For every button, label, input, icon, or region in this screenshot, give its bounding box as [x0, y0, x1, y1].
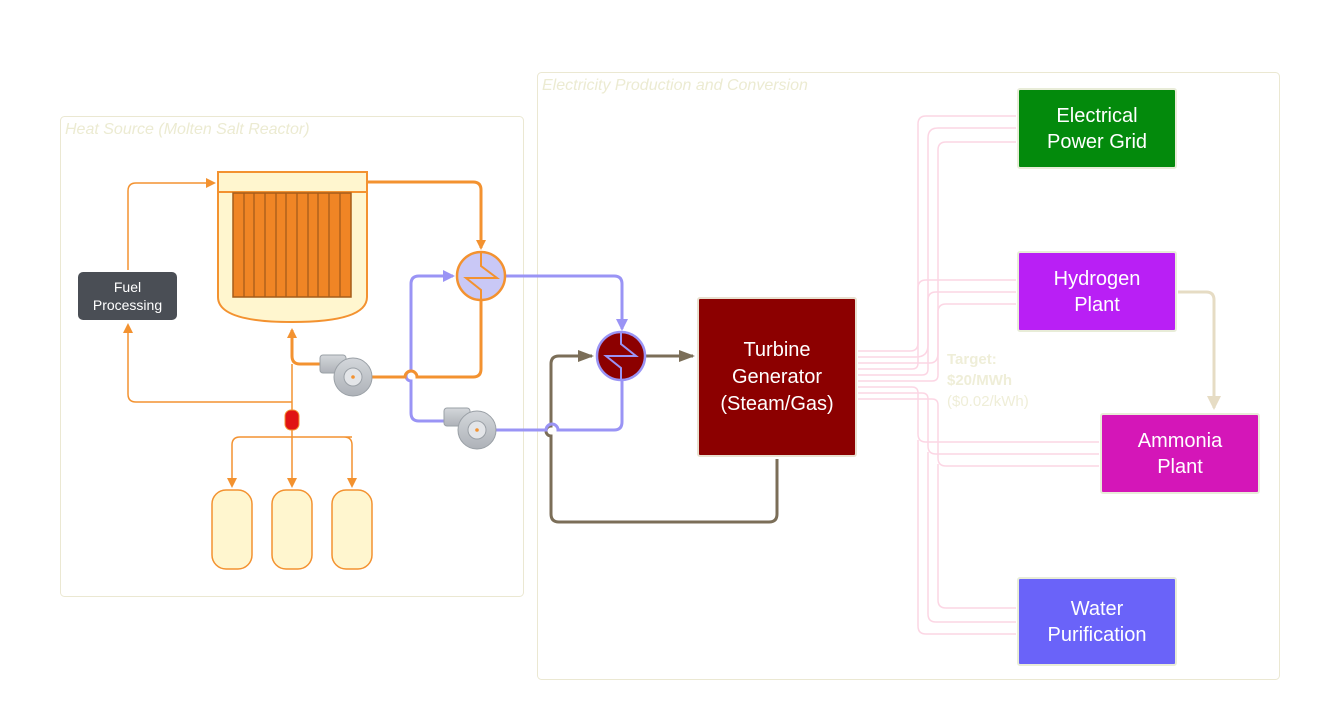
- storage-tank-1: [211, 489, 253, 570]
- target-price-mwh: $20/MWh: [947, 372, 1013, 389]
- hydrogen-plant-node: Hydrogen Plant: [1017, 251, 1177, 332]
- water-label-line2: Purification: [1047, 623, 1147, 646]
- ammonia-plant-node: Ammonia Plant: [1100, 413, 1260, 494]
- turbine-label-line1: Turbine: [743, 338, 811, 361]
- heat-source-group-label: Heat Source (Molten Salt Reactor): [65, 121, 310, 138]
- hx-to-pump-line: [353, 301, 483, 379]
- steam-return-line: [544, 350, 779, 524]
- target-price-kwh: ($0.02/kWh): [947, 393, 1029, 410]
- grid-label-line1: Electrical: [1056, 104, 1138, 127]
- hydrogen-to-ammonia-arrow: [1178, 290, 1221, 410]
- coolant-loop-to-steam-gen: [506, 274, 628, 331]
- turbine-label-line2: Generator: [731, 365, 823, 388]
- storage-tank-2: [271, 489, 313, 570]
- reactor-to-hx-line: [368, 180, 486, 250]
- heat-source-group-frame: [60, 116, 524, 597]
- pump-to-reactor-line: [287, 328, 320, 366]
- fuel-processing-return-line: [123, 323, 292, 403]
- electrical-power-grid-node: Electrical Power Grid: [1017, 88, 1177, 169]
- freeze-valve: [284, 409, 300, 431]
- power-distribution-lines: [858, 115, 1099, 635]
- coolant-pump: [443, 407, 497, 450]
- target-label: Target:: [947, 351, 997, 368]
- fuel-processing-label-line2: Processing: [92, 297, 163, 313]
- hydrogen-label-line2: Plant: [1074, 293, 1120, 316]
- primary-pump: [319, 354, 373, 397]
- coolant-loop-return: [478, 381, 624, 432]
- turbine-generator-node: Turbine Generator (Steam/Gas): [697, 297, 857, 457]
- hydrogen-label-line1: Hydrogen: [1053, 267, 1141, 290]
- target-annotation: Target: $20/MWh ($0.02/kWh): [947, 349, 1029, 412]
- turbine-label-line3: (Steam/Gas): [720, 392, 834, 415]
- fuel-processing-node: Fuel Processing: [78, 272, 177, 320]
- water-purification-node: Water Purification: [1017, 577, 1177, 666]
- ammonia-label-line2: Plant: [1157, 455, 1203, 478]
- coolant-pump-to-hx: [404, 270, 455, 423]
- steam-generator: [595, 330, 647, 382]
- fuel-processing-label-line1: Fuel: [113, 278, 142, 295]
- reactor-vessel: [217, 171, 368, 324]
- primary-heat-exchanger: [455, 250, 507, 302]
- electricity-group-label: Electricity Production and Conversion: [542, 77, 808, 94]
- drain-branch-lines: [231, 430, 353, 485]
- grid-label-line2: Power Grid: [1046, 130, 1148, 153]
- fuel-processing-feed-line: [127, 178, 216, 270]
- reactor-core: [232, 192, 352, 298]
- electricity-group-frame: [537, 72, 1280, 680]
- water-label-line1: Water: [1070, 597, 1124, 620]
- storage-tank-3: [331, 489, 373, 570]
- ammonia-label-line1: Ammonia: [1137, 429, 1223, 452]
